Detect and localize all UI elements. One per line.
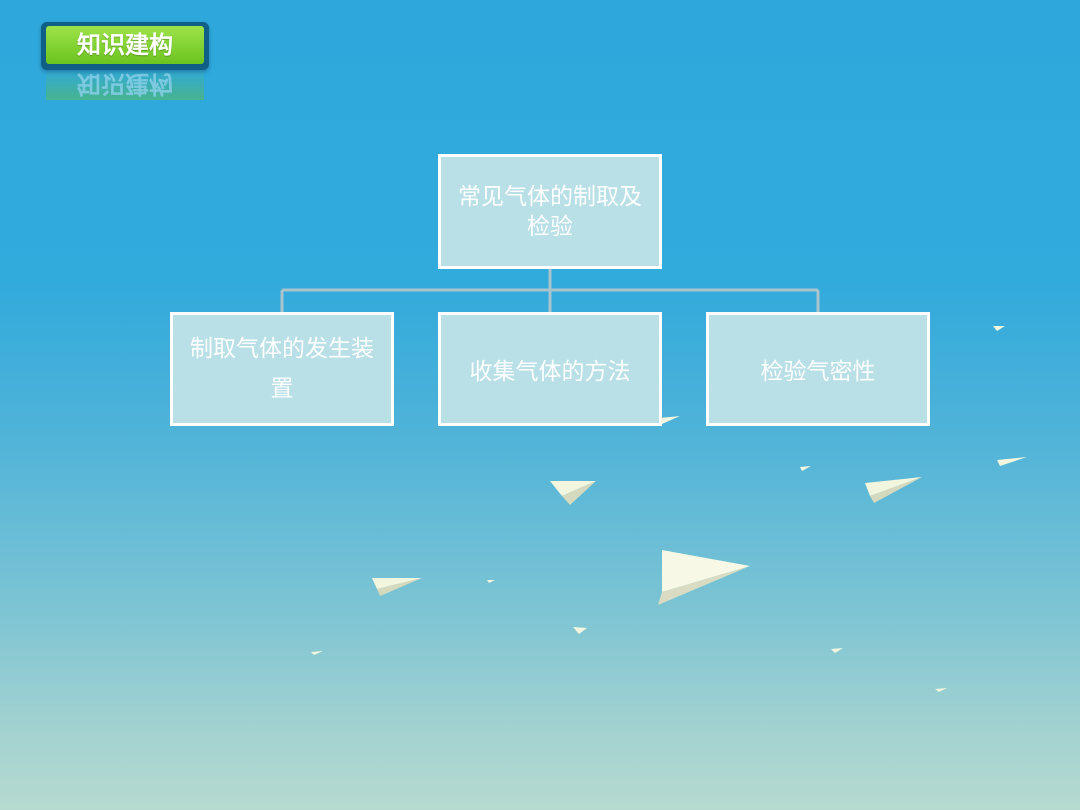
child-node-2: 收集气体的方法	[438, 312, 662, 426]
child-node-3-label: 检验气密性	[760, 359, 876, 385]
child-node-1: 制取气体的发生装置	[170, 312, 394, 426]
child-node-2-label: 收集气体的方法	[469, 359, 631, 385]
root-node-label: 常见气体的制取及检验	[458, 183, 642, 240]
root-node: 常见气体的制取及检验	[438, 154, 662, 269]
child-node-3: 检验气密性	[706, 312, 930, 426]
section-tag: 知识建构	[41, 22, 209, 70]
section-tag-label: 知识建构	[46, 26, 204, 64]
child-node-1-label: 制取气体的发生装置	[190, 336, 374, 402]
